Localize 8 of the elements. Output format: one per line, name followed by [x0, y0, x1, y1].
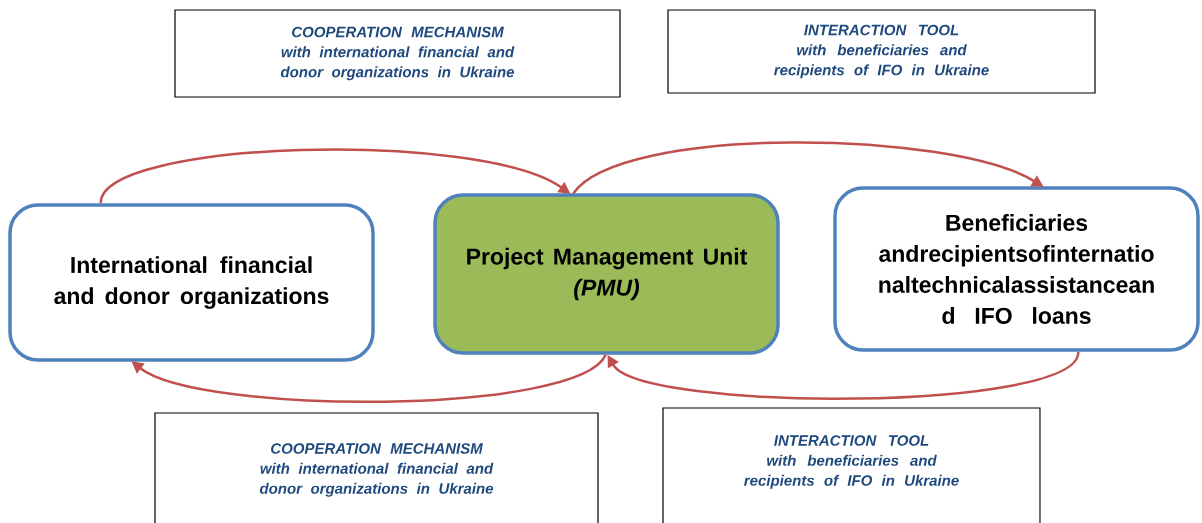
rounded-box: Beneficiaries andrecipientsofinternatio naltechnicalassistancean d IFO loans — [833, 186, 1200, 352]
rounded-box: International financial and donor organizations — [8, 203, 375, 362]
text-box: COOPERATION MECHANISM with international financial and donor organizations in Ukraine — [174, 9, 621, 98]
text-box: INTERACTION TOOL with beneficiaries and recipients of IFO in Ukraine — [667, 9, 1096, 94]
curved-arrow — [607, 351, 1080, 400]
text-box: INTERACTION TOOL with beneficiaries and recipients of IFO in Ukraine — [662, 407, 1041, 523]
text-box: COOPERATION MECHANISM with international financial and donor organizations in Ukraine — [154, 412, 599, 523]
highlighted-box: Project Management Unit (PMU) — [433, 193, 780, 355]
